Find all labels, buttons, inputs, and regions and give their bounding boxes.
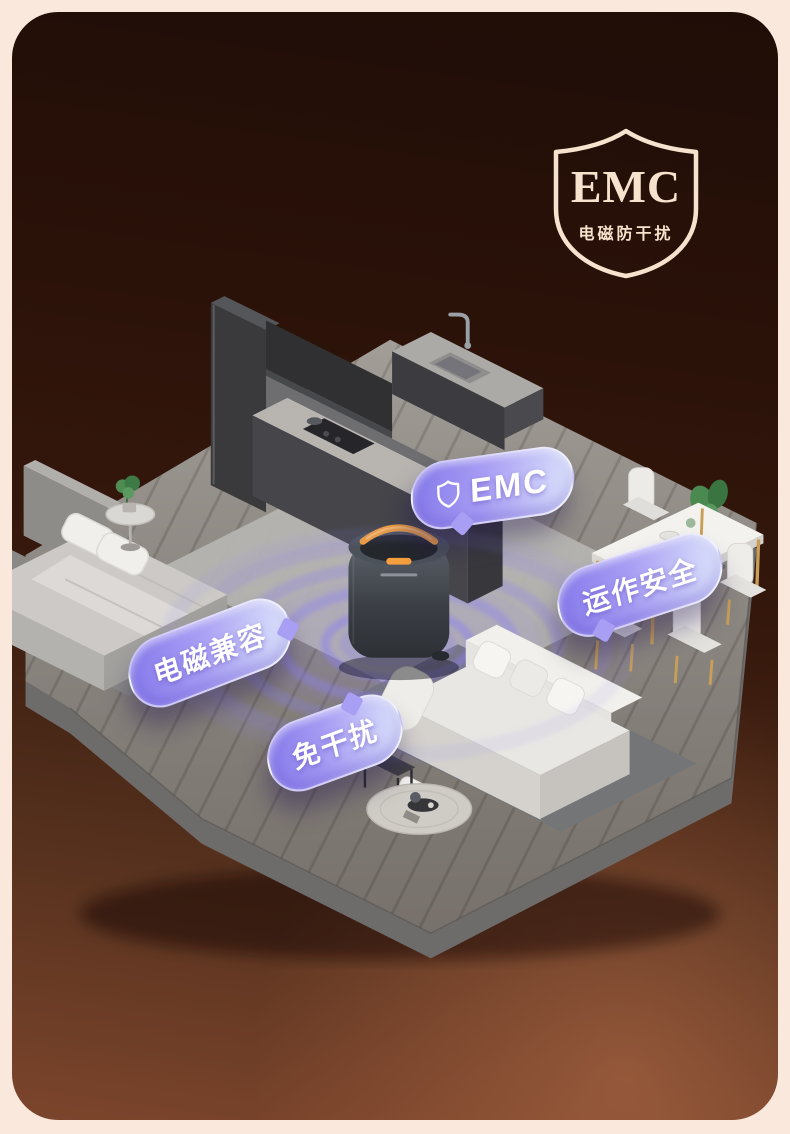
shield-icon (437, 480, 460, 508)
callout-bubble-emc: EMC (409, 442, 576, 534)
badge-title: EMC (570, 161, 682, 212)
round-rug (366, 783, 473, 835)
nightstand (105, 475, 156, 552)
bubble-label-emc: EMC (469, 461, 550, 510)
dining-chair-end (719, 542, 767, 625)
dining-chair-back (622, 467, 670, 521)
smart-appliance-product (338, 524, 459, 681)
promo-card: EMC 运作安全 电磁兼容 免干扰 EMC 电磁防干扰 (12, 12, 778, 1120)
badge-subtitle: 电磁防干扰 (578, 226, 674, 243)
bubble-label-no-interference: 免干扰 (289, 713, 382, 775)
emc-certification-badge: EMC 电磁防干扰 (546, 124, 706, 282)
shield-badge-icon (553, 128, 699, 279)
